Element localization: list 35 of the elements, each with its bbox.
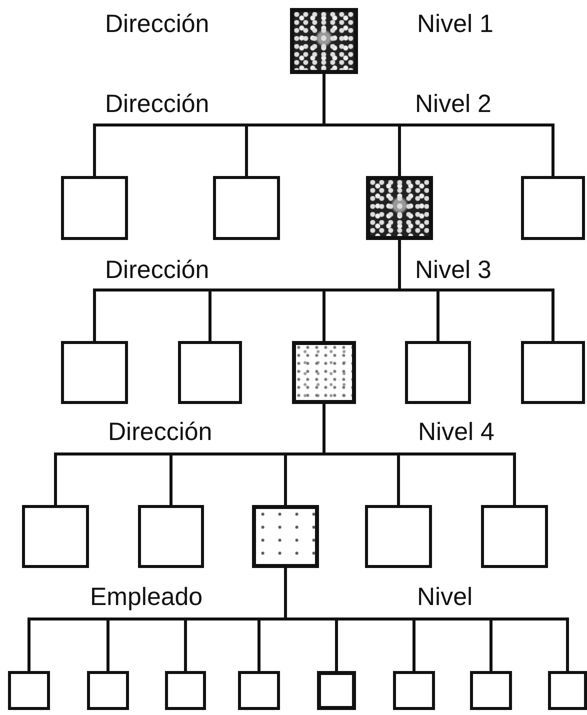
org-box (366, 176, 433, 240)
org-box (22, 505, 89, 568)
role-label: Dirección (105, 90, 210, 118)
org-box (8, 671, 50, 710)
org-box (290, 8, 358, 74)
org-box (87, 671, 129, 710)
org-box (213, 176, 280, 240)
level-label: Nivel (417, 583, 473, 611)
org-box (548, 671, 587, 710)
connector-line (284, 568, 569, 671)
role-label: Dirección (105, 256, 210, 284)
org-box (61, 176, 128, 240)
level-label: Nivel 4 (418, 418, 494, 446)
org-box (405, 341, 471, 404)
org-box (61, 341, 128, 404)
level-label: Nivel 3 (415, 256, 492, 284)
org-box (292, 341, 356, 404)
level-label: Nivel 2 (415, 90, 492, 118)
org-box (252, 505, 319, 568)
org-box (317, 671, 356, 710)
org-box (521, 176, 585, 240)
org-box (178, 341, 242, 404)
level-label: Nivel 1 (417, 10, 494, 38)
org-box (238, 671, 280, 710)
role-label: Dirección (105, 10, 210, 38)
org-box (138, 505, 204, 568)
org-box (481, 505, 548, 568)
org-box (165, 671, 206, 710)
role-label: Dirección (108, 418, 212, 446)
role-label: Empleado (90, 583, 203, 611)
connector-line (322, 404, 516, 505)
org-box (365, 505, 432, 568)
org-box (521, 341, 585, 404)
org-box (393, 671, 435, 710)
org-box (470, 671, 512, 710)
